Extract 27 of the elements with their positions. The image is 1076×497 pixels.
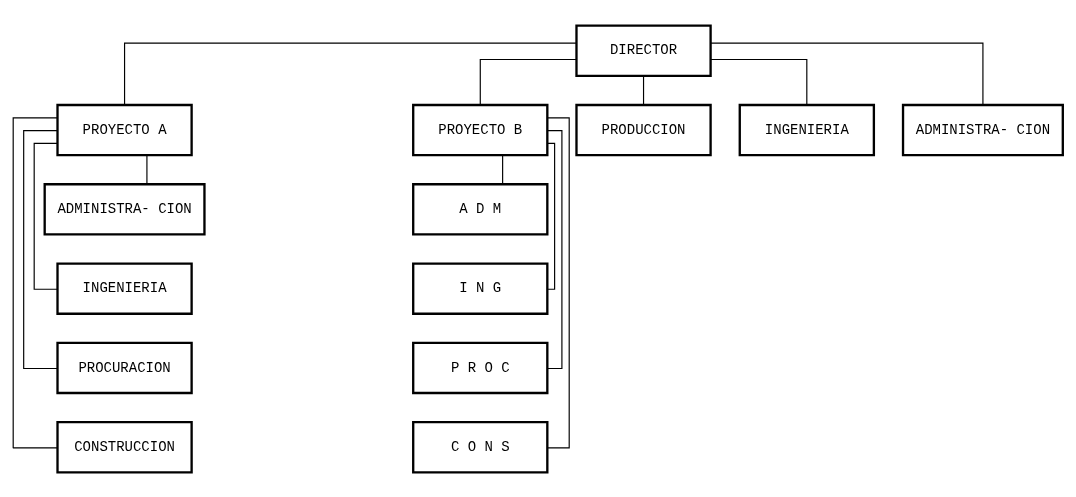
connector (146, 154, 148, 185)
connector (12, 116, 58, 448)
node-box: P R O C (412, 341, 549, 394)
node-box: INGENIERIA (56, 261, 193, 315)
connector (547, 116, 570, 448)
node-box: INGENIERIA (738, 103, 876, 156)
connector (642, 74, 645, 105)
connector (502, 154, 504, 185)
node-box: PROYECTO A (56, 103, 193, 156)
connector (547, 142, 556, 290)
node-box: PROYECTO B (412, 103, 549, 156)
connector (479, 58, 577, 106)
node-box: I N G (412, 261, 549, 315)
connector (124, 42, 577, 105)
node-box: DIRECTOR (575, 24, 712, 77)
node-box: A D M (412, 182, 549, 236)
node-box: PROCURACION (56, 341, 193, 394)
connector (547, 129, 563, 369)
node-box: C O N S (412, 420, 549, 473)
node-box: ADMINISTRA- CION (901, 103, 1064, 156)
node-box: PRODUCCION (575, 103, 712, 156)
node-box: CONSTRUCCION (56, 420, 193, 473)
connector (710, 42, 984, 105)
connector (33, 142, 59, 290)
node-box: ADMINISTRA- CION (43, 182, 206, 236)
connector (23, 129, 58, 369)
connector (710, 58, 808, 106)
